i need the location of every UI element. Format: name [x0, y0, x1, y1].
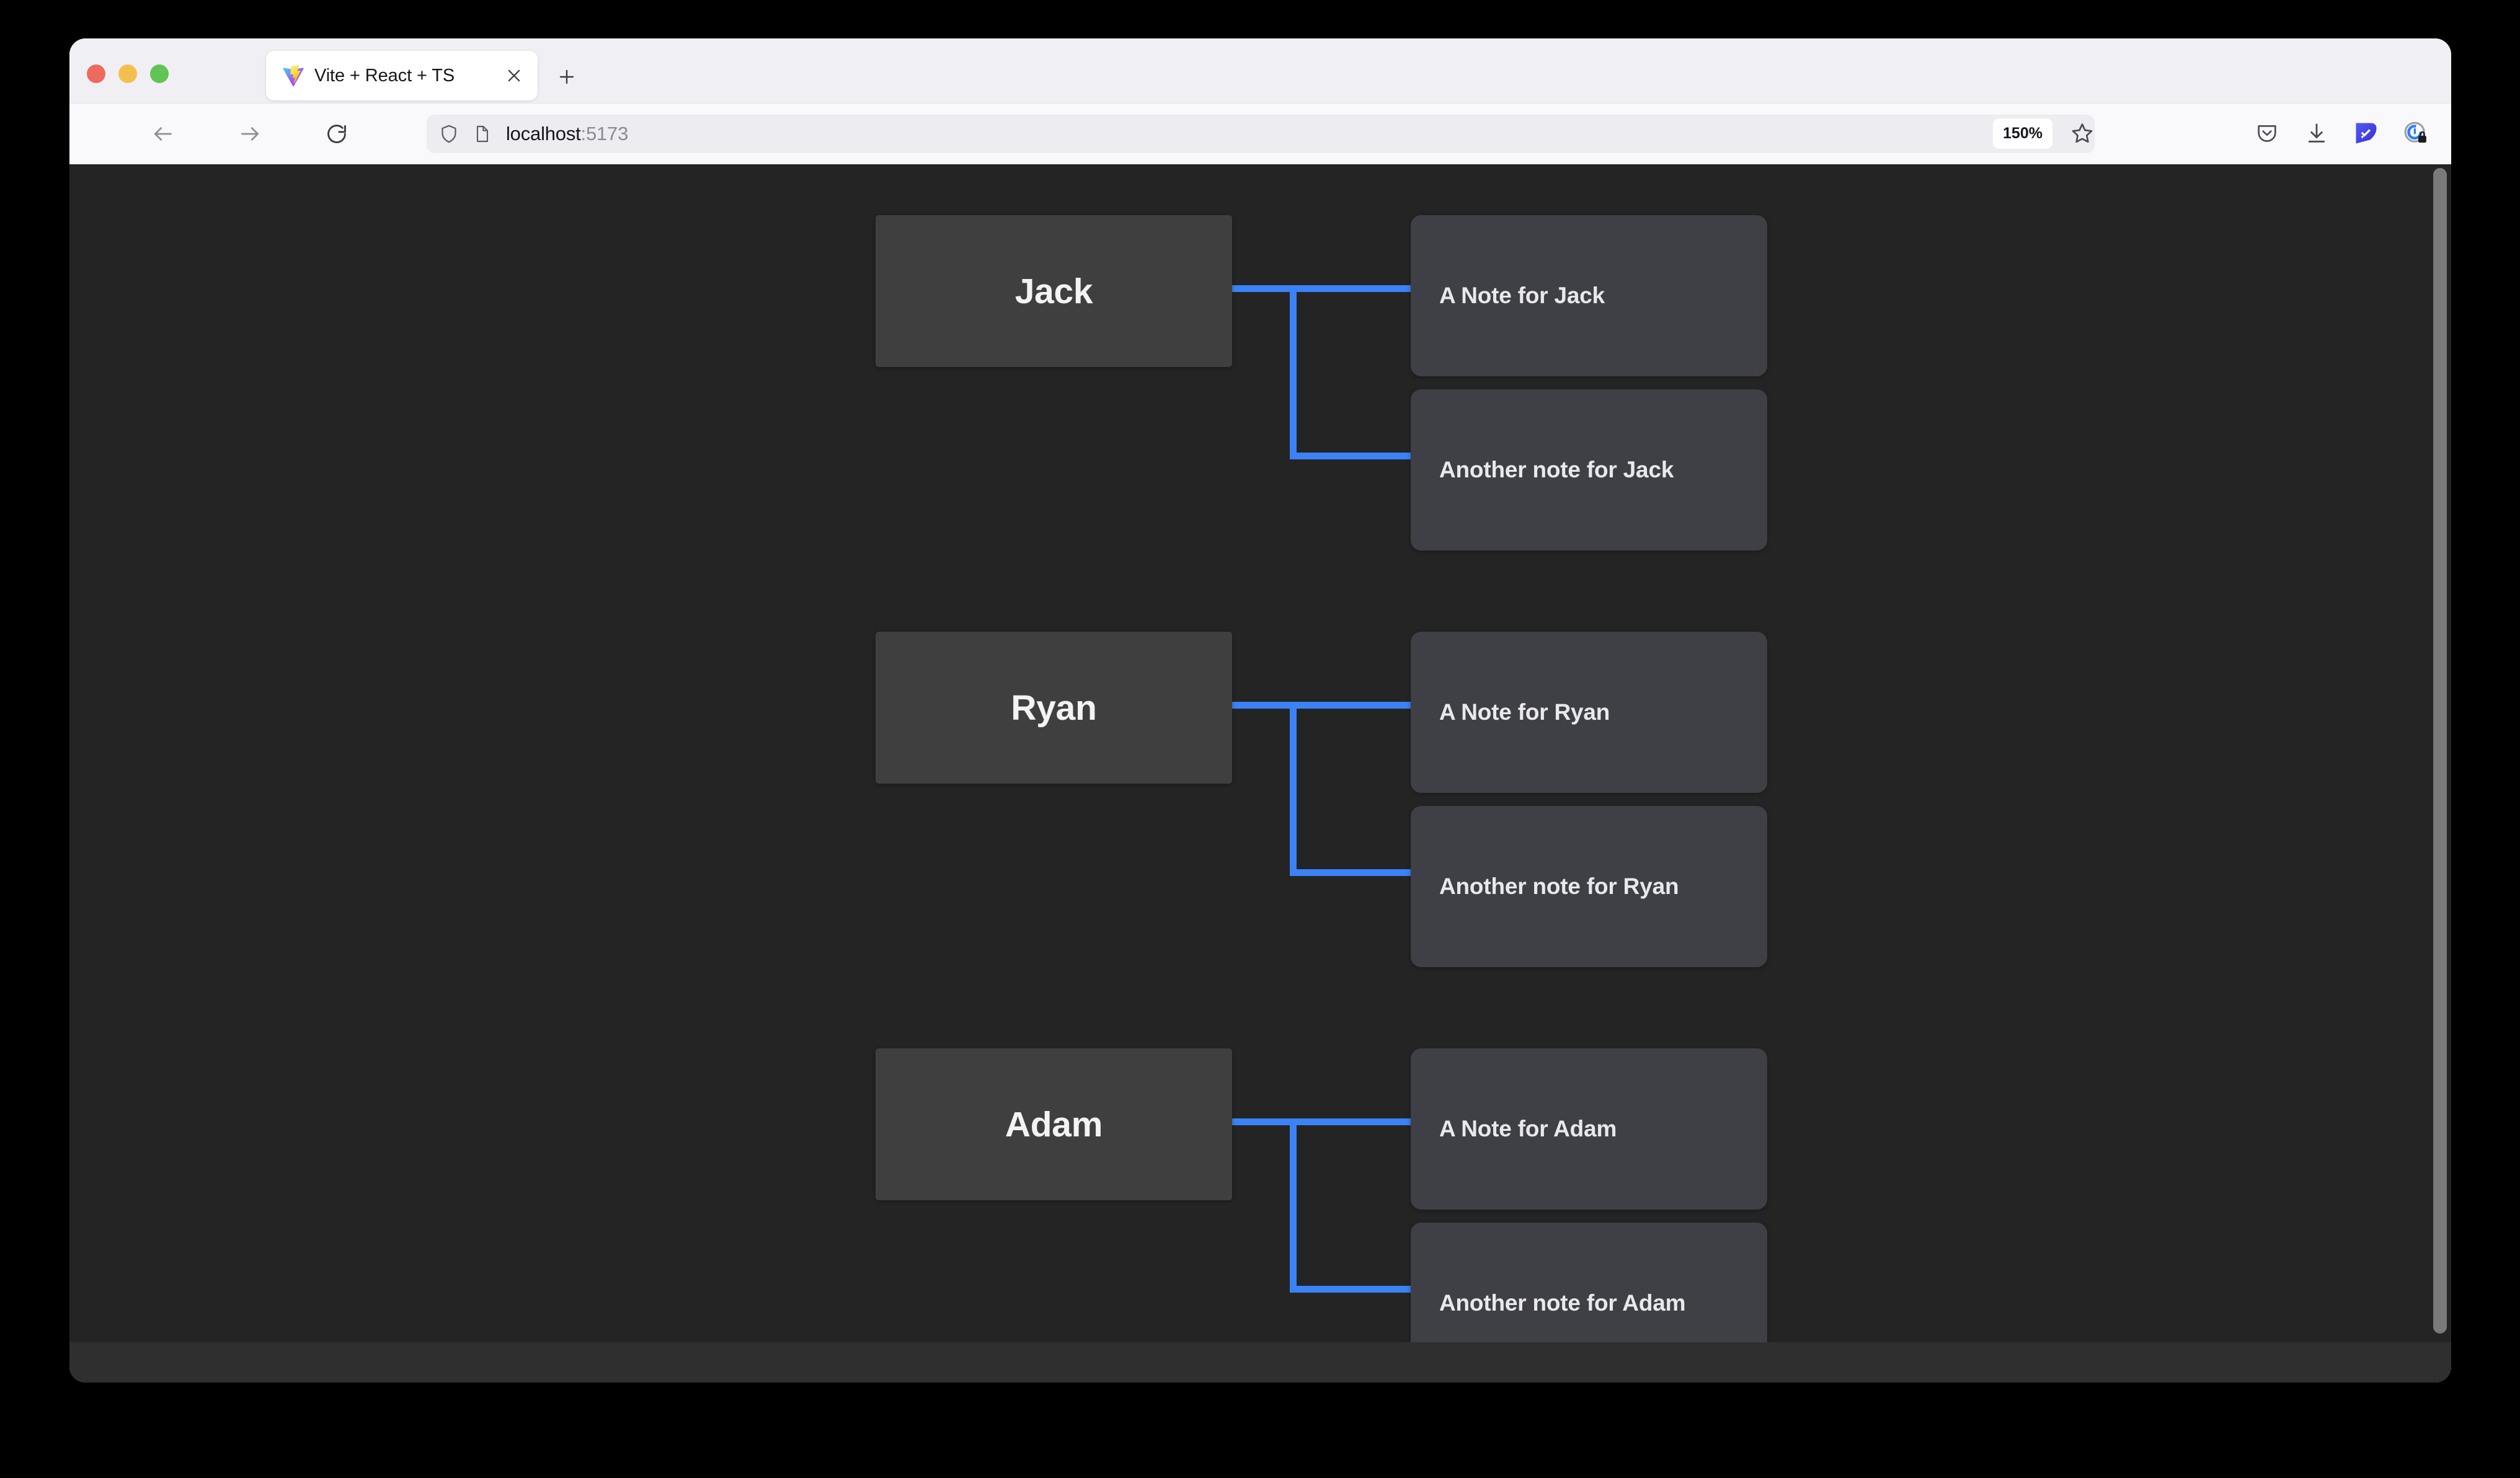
pocket-icon[interactable] — [2251, 117, 2283, 149]
tab-strip: Vite + React + TS — [69, 38, 2451, 103]
scrollbar-thumb[interactable] — [2433, 168, 2447, 1334]
window-close-button[interactable] — [87, 64, 105, 83]
note-label: Another note for Jack — [1439, 456, 1674, 482]
browser-window: Vite + React + TS — [69, 38, 2451, 1383]
navigation-toolbar: localhost:5173 150% — [69, 103, 2451, 164]
window-maximize-button[interactable] — [150, 64, 169, 83]
reload-button[interactable] — [321, 118, 352, 149]
tab-vite-react-ts[interactable]: Vite + React + TS — [266, 51, 538, 100]
edge-horizontal-bottom — [1290, 869, 1411, 876]
note-label: Another note for Ryan — [1439, 873, 1679, 899]
person-node-adam[interactable]: Adam — [876, 1048, 1232, 1200]
edge-vertical — [1290, 1118, 1297, 1293]
node-group-adam: Adam A Note for Adam Another note for Ad… — [69, 1030, 2451, 1342]
blue-extension-icon[interactable] — [2350, 117, 2382, 149]
window-traffic-lights — [87, 64, 169, 83]
note-card[interactable]: Another note for Ryan — [1411, 806, 1767, 967]
note-card[interactable]: A Note for Adam — [1411, 1048, 1767, 1210]
edge-horizontal-top — [1232, 285, 1411, 292]
note-card[interactable]: Another note for Jack — [1411, 389, 1767, 551]
window-minimize-button[interactable] — [118, 64, 137, 83]
edge-horizontal-bottom — [1290, 453, 1411, 459]
note-label: A Note for Ryan — [1439, 699, 1610, 725]
shield-icon — [438, 123, 460, 145]
url-bar[interactable]: localhost:5173 — [427, 115, 2095, 153]
page-viewport: Jack A Note for Jack Another note for Ja… — [69, 164, 2451, 1342]
person-node-label: Jack — [1014, 271, 1093, 311]
forward-button[interactable] — [234, 118, 265, 149]
edge-horizontal-top — [1232, 1118, 1411, 1125]
notes-column-ryan: A Note for Ryan Another note for Ryan — [1411, 632, 1767, 967]
vite-logo-icon — [283, 65, 304, 87]
url-port: :5173 — [580, 123, 629, 144]
extensions-toolbar — [2251, 117, 2451, 149]
notes-column-adam: A Note for Adam Another note for Adam — [1411, 1048, 1767, 1342]
notes-column-jack: A Note for Jack Another note for Jack — [1411, 215, 1767, 551]
window-bottom-bar — [69, 1342, 2451, 1383]
edges-ryan — [69, 613, 2451, 998]
edge-vertical — [1290, 285, 1297, 459]
note-card[interactable]: Another note for Adam — [1411, 1223, 1767, 1342]
node-group-jack: Jack A Note for Jack Another note for Ja… — [69, 197, 2451, 581]
edges-adam — [69, 1030, 2451, 1342]
person-node-jack[interactable]: Jack — [876, 215, 1232, 367]
new-tab-button[interactable] — [553, 63, 580, 91]
edge-vertical — [1290, 702, 1297, 876]
note-label: A Note for Adam — [1439, 1115, 1617, 1141]
note-card[interactable]: A Note for Ryan — [1411, 632, 1767, 793]
graph-canvas: Jack A Note for Jack Another note for Ja… — [69, 164, 2451, 1342]
vertical-scrollbar[interactable] — [2429, 164, 2451, 1342]
close-icon[interactable] — [502, 63, 526, 88]
note-card[interactable]: A Note for Jack — [1411, 215, 1767, 376]
node-group-ryan: Ryan A Note for Ryan Another note for Ry… — [69, 613, 2451, 998]
page-document-icon — [472, 124, 492, 144]
url-text: localhost:5173 — [506, 123, 628, 145]
zoom-level-indicator[interactable]: 150% — [1993, 118, 2052, 149]
person-node-ryan[interactable]: Ryan — [876, 632, 1232, 784]
tab-title: Vite + React + TS — [314, 65, 455, 86]
star-icon[interactable] — [2066, 117, 2098, 149]
back-button[interactable] — [148, 118, 179, 149]
edges-jack — [69, 197, 2451, 581]
url-host: localhost — [506, 123, 581, 144]
person-node-label: Ryan — [1011, 688, 1097, 728]
note-label: Another note for Adam — [1439, 1290, 1686, 1316]
edge-horizontal-bottom — [1290, 1286, 1411, 1293]
privacy-badger-icon[interactable] — [2400, 117, 2432, 149]
person-node-label: Adam — [1005, 1104, 1103, 1144]
color-wheel-icon[interactable] — [2449, 117, 2451, 149]
note-label: A Note for Jack — [1439, 282, 1605, 308]
downloads-icon[interactable] — [2300, 117, 2333, 149]
edge-horizontal-top — [1232, 702, 1411, 709]
